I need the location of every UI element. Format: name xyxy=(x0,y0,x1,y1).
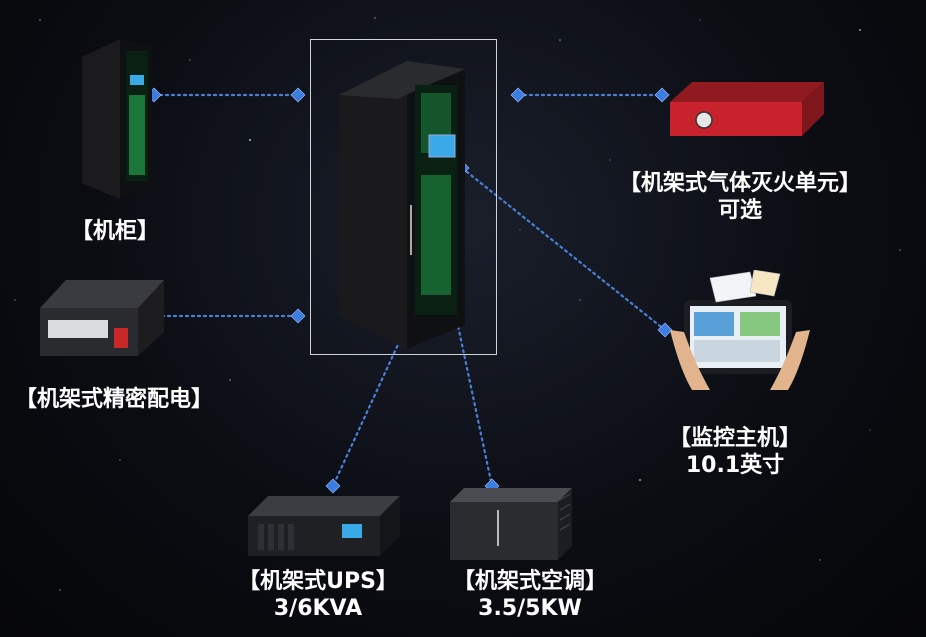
marker-cabinet-center xyxy=(290,87,306,103)
monitor-host-device xyxy=(670,270,810,390)
gas-suppression-label: 【机架式气体灭火单元】 可选 xyxy=(618,171,861,223)
pdu-label: 【机架式精密配电】 xyxy=(14,387,213,412)
monitor-host-label: 【监控主机】 10.1英寸 xyxy=(668,426,801,478)
cabinet-label: 【机柜】 xyxy=(70,219,159,244)
link-ac xyxy=(455,319,494,488)
pdu-device xyxy=(40,280,164,356)
gas-suppression-device xyxy=(670,82,824,136)
marker-monitor xyxy=(657,322,673,338)
ac-label: 【机架式空调】 3.5/5KW xyxy=(452,569,607,621)
cabinet-device xyxy=(82,39,152,199)
marker-gas xyxy=(654,87,670,103)
marker-pdu-center xyxy=(290,308,306,324)
ups-label: 【机架式UPS】 3/6KVA xyxy=(238,569,398,621)
marker-gas-center xyxy=(510,87,526,103)
center-integrated-cabinet xyxy=(339,61,465,349)
center-cabinet-frame xyxy=(310,39,497,355)
ac-device xyxy=(450,488,572,560)
marker-ups xyxy=(325,478,341,494)
link-monitor xyxy=(460,166,667,332)
ups-device xyxy=(248,496,400,556)
